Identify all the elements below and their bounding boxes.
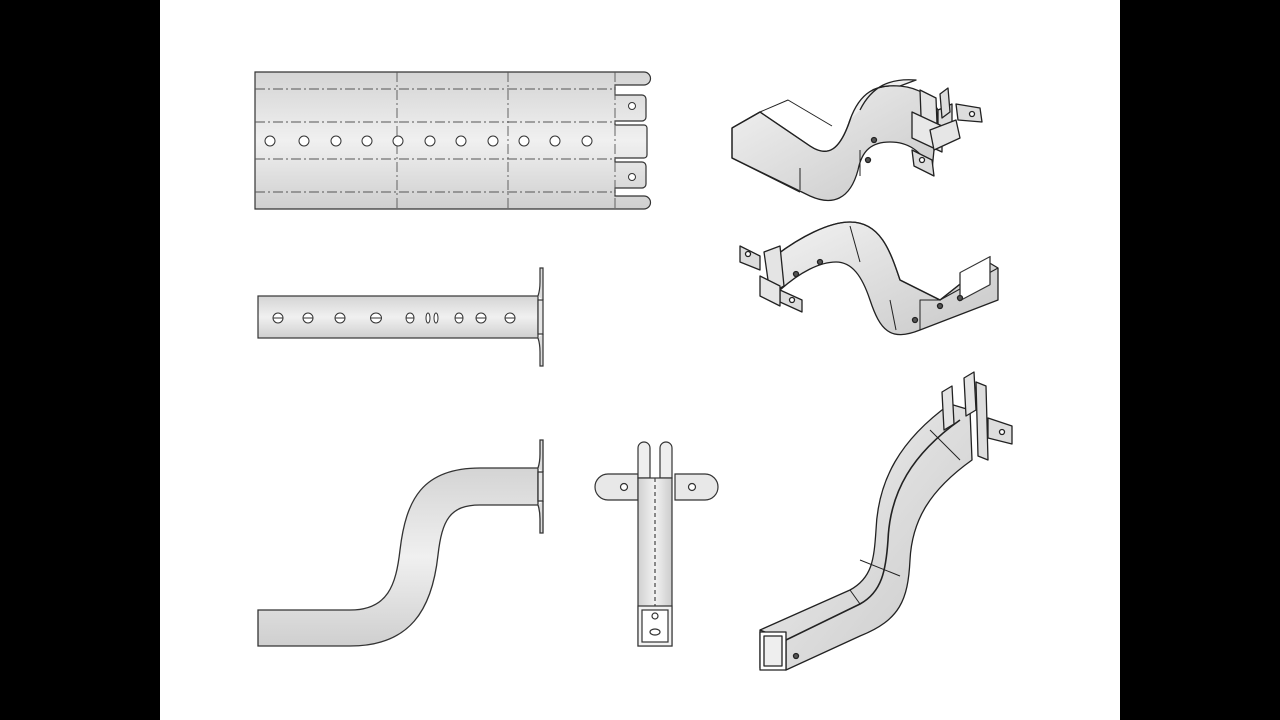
isometric-view-a xyxy=(731,79,983,202)
bent-profile-view xyxy=(257,439,544,647)
flat-pattern-view xyxy=(254,71,652,210)
isometric-view-b xyxy=(739,221,999,336)
flat-hole-row xyxy=(264,102,636,181)
letterbox-right xyxy=(1120,0,1280,720)
drawing-sheet xyxy=(160,0,1120,720)
letterbox-left xyxy=(0,0,160,720)
side-elevation-view xyxy=(257,267,544,367)
technical-drawing xyxy=(254,71,1013,671)
end-view xyxy=(594,441,719,647)
isometric-view-c xyxy=(759,371,1013,671)
